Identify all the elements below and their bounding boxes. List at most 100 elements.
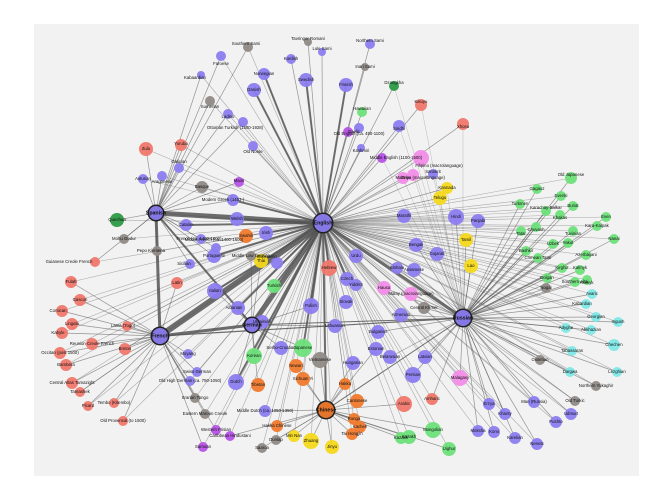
node-sanskrit: [428, 169, 438, 179]
label-maori: Maori: [234, 178, 245, 183]
node-kabardian: [581, 299, 591, 309]
hub-label-spanish: Spanish: [146, 210, 166, 216]
label-irish: Irish: [262, 230, 271, 235]
label-kumyk: Kumyk: [580, 280, 594, 285]
edge: [71, 335, 161, 384]
node-swahili: [239, 229, 253, 243]
hub-label-english: English: [314, 220, 333, 226]
edge: [189, 222, 324, 382]
node-kashmiri: [357, 144, 365, 152]
edge: [322, 222, 573, 352]
edge: [462, 242, 569, 319]
hub-node-chinese: [318, 402, 334, 418]
node-uzbek: [548, 239, 558, 249]
label-marathi: Marathi: [397, 213, 411, 218]
node-min-nan: [288, 430, 300, 442]
label-reunion: Reunion Creole French: [70, 341, 115, 346]
edge: [431, 317, 464, 400]
edge: [214, 222, 324, 292]
node-middle-low: [246, 251, 256, 261]
label-karachay: Karachay-Balkar: [530, 205, 562, 210]
edge: [275, 409, 327, 441]
node-komi: [488, 426, 500, 438]
edge: [439, 197, 464, 319]
edge: [462, 277, 548, 319]
edge: [462, 226, 537, 319]
label-caribbean-hindustani: Caribbean Hindustani: [209, 433, 250, 438]
hub-label-german: German: [242, 322, 262, 328]
node-estonian: [369, 342, 383, 356]
edge: [275, 222, 324, 441]
edge: [87, 222, 324, 407]
label-dutch: Dutch: [230, 379, 242, 384]
label-ingush: Ingush: [612, 319, 626, 324]
node-uighur: [442, 442, 456, 456]
node-fulah: [65, 276, 77, 288]
edge: [155, 181, 240, 214]
node-saaroa: [257, 443, 267, 453]
node-mari: [528, 396, 540, 408]
edge: [178, 167, 324, 224]
label-sichuan-yi: Sichuan Yi: [293, 376, 313, 381]
node-ottoman-turkish: [238, 117, 248, 127]
node-hausa: [377, 281, 391, 295]
node-lezghian: [612, 367, 622, 377]
node-yakut: [563, 238, 573, 248]
label-latin: Latin: [172, 280, 182, 285]
label-lama: Lama (Togo): [111, 323, 136, 328]
label-tatar: Tatar: [516, 231, 526, 236]
edge: [322, 210, 547, 224]
label-galician: Galician: [171, 159, 187, 164]
node-maori: [234, 177, 244, 187]
edge: [462, 317, 619, 323]
node-kara-kalpak: [592, 221, 602, 231]
label-sranan-tongo: Sranan Tongo: [182, 395, 209, 400]
node-lao: [464, 259, 478, 273]
label-northern-sami: Northern Sami: [356, 38, 384, 43]
edge: [415, 244, 464, 319]
label-cantonese: Cantonese: [347, 398, 368, 403]
label-modern-greek: Modern Greek (1453-): [202, 197, 245, 202]
label-sicilian: Sicilian: [177, 261, 191, 266]
edge: [462, 317, 576, 402]
label-dunlap: Dunlap: [269, 437, 283, 442]
node-middle-french: [211, 243, 221, 253]
edge: [264, 409, 327, 412]
label-old-provencal: Old Provencal (to 1500): [100, 418, 146, 423]
label-sumerian: Sumerian: [201, 104, 220, 109]
edge: [155, 144, 182, 214]
label-finnish: Finnish: [339, 82, 353, 87]
edge: [145, 148, 157, 214]
edge: [322, 222, 574, 232]
edge: [322, 222, 587, 256]
edge: [462, 317, 490, 405]
edge: [462, 239, 467, 319]
node-hakka: [339, 378, 351, 390]
label-old-turkic: Old Turkic: [565, 398, 585, 403]
hub-node-spanish: [149, 206, 163, 220]
node-samoan: [198, 442, 208, 452]
label-western-frisian: Western Frisian: [201, 427, 232, 432]
label-crimean-tatar: Crimean Tatar: [525, 255, 552, 260]
node-karachay: [541, 206, 551, 216]
node-ingush: [613, 317, 623, 327]
edge: [462, 317, 535, 403]
edge: [252, 145, 324, 224]
label-karelian: Karelian: [507, 435, 523, 440]
edge: [462, 269, 581, 319]
node-dutch: [228, 374, 244, 390]
label-komi: Komi: [489, 429, 499, 434]
node-buriat: [568, 201, 578, 211]
edge: [322, 222, 354, 364]
label-estonian: Estonian: [368, 346, 385, 351]
label-chuvash: Chuvash: [528, 227, 546, 232]
label-dolgan: Dolgan: [540, 275, 554, 280]
label-ottoman-turkish: Ottoman Turkish (1500-1928): [207, 125, 264, 130]
label-nenets: Nenets: [530, 441, 544, 446]
edge: [322, 222, 592, 331]
node-newari: [289, 359, 303, 373]
edge: [155, 212, 215, 257]
node-lithuanian: [328, 319, 342, 333]
node-moksha: [472, 425, 484, 437]
